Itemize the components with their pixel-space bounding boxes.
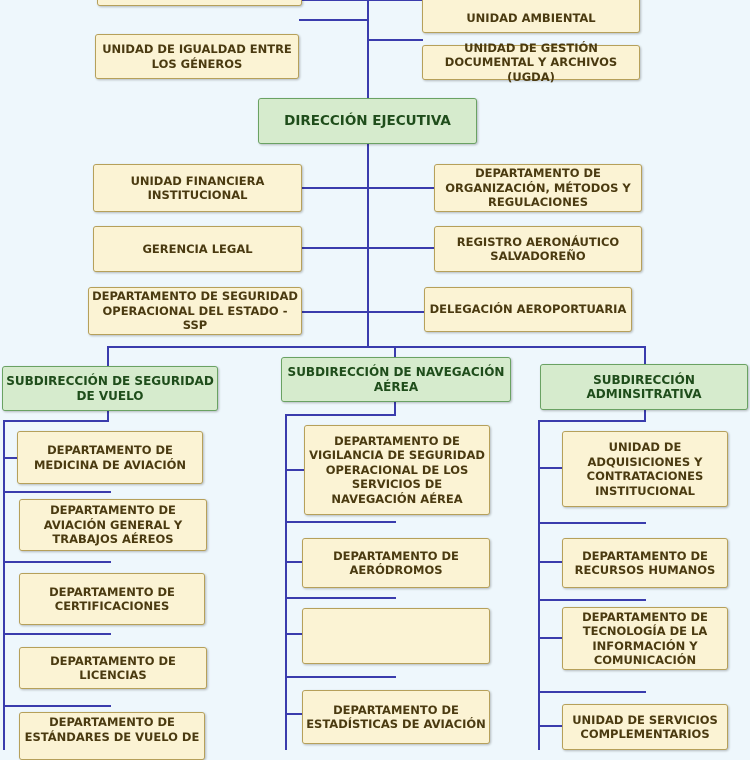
dept-aviacion-general: DEPARTAMENTO DE AVIACIÓN GENERAL Y TRABA… bbox=[19, 499, 207, 551]
dept-seguridad-aeropuertuaria bbox=[302, 608, 490, 664]
dept-licencias: DEPARTAMENTO DE LICENCIAS bbox=[19, 647, 207, 689]
registro-aeronautico: REGISTRO AERONÁUTICO SALVADOREÑO bbox=[434, 226, 642, 272]
subdireccion-seguridad-vuelo: SUBDIRECCIÓN DE SEGURIDAD DE VUELO bbox=[2, 366, 218, 411]
unit-ambiental: UNIDAD AMBIENTAL bbox=[422, 0, 640, 33]
unit-adquisiciones: UNIDAD DE ADQUISICIONES Y CONTRATACIONES… bbox=[562, 431, 728, 507]
dept-medicina-aviacion: DEPARTAMENTO DE MEDICINA DE AVIACIÓN bbox=[17, 431, 203, 484]
gerencia-legal: GERENCIA LEGAL bbox=[93, 226, 302, 272]
dept-organizacion: DEPARTAMENTO DE ORGANIZACIÓN, MÉTODOS Y … bbox=[434, 164, 642, 212]
dept-estadisticas-aviacion: DEPARTAMENTO DE ESTADÍSTICAS DE AVIACIÓN bbox=[302, 690, 490, 744]
unit-gestion-documental: UNIDAD DE GESTIÓN DOCUMENTAL Y ARCHIVOS … bbox=[422, 41, 640, 84]
dept-aerodromos: DEPARTAMENTO DE AERÓDROMOS bbox=[302, 538, 490, 588]
subdireccion-navegacion-aerea: SUBDIRECCIÓN DE NAVEGACIÓN AÉREA bbox=[281, 357, 511, 402]
direccion-ejecutiva: DIRECCIÓN EJECUTIVA bbox=[258, 98, 477, 144]
unit-top-left-cut bbox=[97, 0, 302, 6]
dept-certificaciones: DEPARTAMENTO DE CERTIFICACIONES bbox=[19, 573, 205, 625]
unit-servicios-complementarios: UNIDAD DE SERVICIOS COMPLEMENTARIOS bbox=[562, 704, 728, 750]
delegacion-aeroportuaria: DELEGACIÓN AEROPORTUARIA bbox=[424, 287, 632, 332]
dept-vigilancia-navegacion: DEPARTAMENTO DE VIGILANCIA DE SEGURIDAD … bbox=[304, 425, 490, 515]
subdireccion-administrativa: SUBDIRECCIÓN ADMINSITRATIVA bbox=[540, 364, 748, 410]
dept-recursos-humanos: DEPARTAMENTO DE RECURSOS HUMANOS bbox=[562, 538, 728, 588]
dept-estandares-vuelo: DEPARTAMENTO DE ESTÁNDARES DE VUELO DE bbox=[19, 712, 205, 760]
unit-financiera: UNIDAD FINANCIERA INSTITUCIONAL bbox=[93, 164, 302, 212]
dept-seguridad-operacional: DEPARTAMENTO DE SEGURIDAD OPERACIONAL DE… bbox=[88, 287, 302, 335]
unit-igualdad-generos: UNIDAD DE IGUALDAD ENTRE LOS GÉNEROS bbox=[95, 34, 299, 79]
dept-tecnologia-informacion: DEPARTAMENTO DE TECNOLOGÍA DE LA INFORMA… bbox=[562, 607, 728, 670]
